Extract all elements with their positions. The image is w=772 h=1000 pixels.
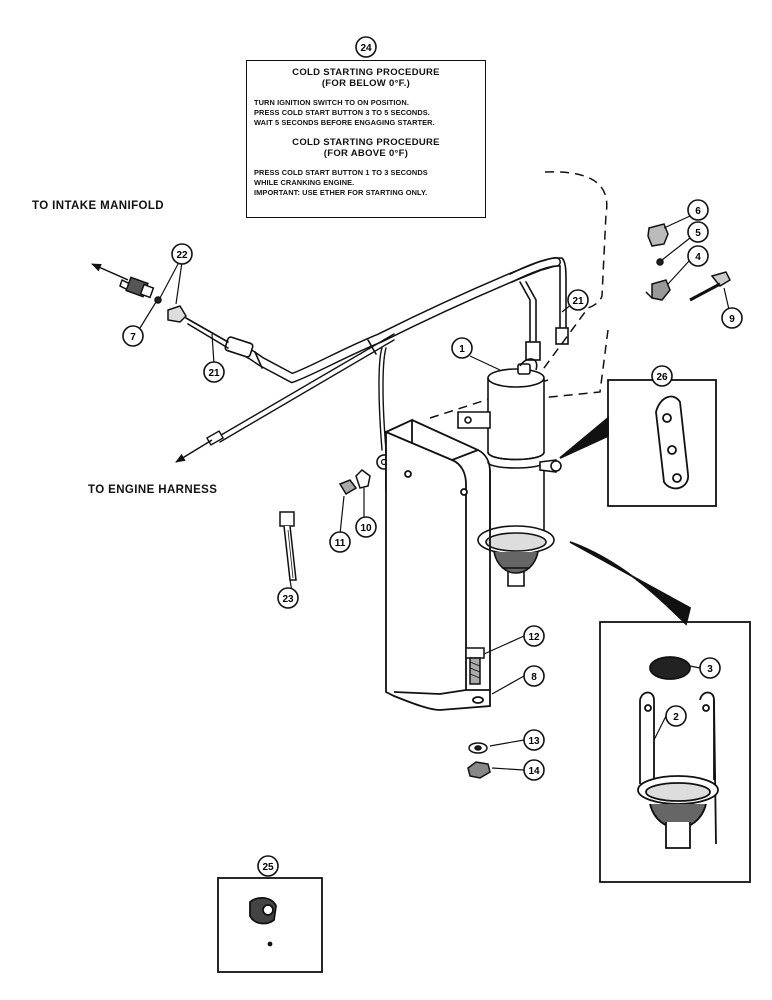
svg-text:2: 2	[673, 712, 679, 723]
svg-text:7: 7	[130, 332, 136, 343]
decal-line: TURN IGNITION SWITCH TO ON POSITION.	[254, 98, 409, 107]
svg-text:11: 11	[335, 538, 346, 549]
callout-2: 2	[665, 705, 687, 727]
callout-8: 8	[523, 665, 545, 687]
callout-4: 4	[687, 245, 709, 267]
label-to-intake-manifold: TO INTAKE MANIFOLD	[32, 200, 164, 212]
callout-5: 5	[687, 221, 709, 243]
svg-text:1: 1	[459, 344, 465, 355]
callout-21-left: 21	[203, 361, 225, 383]
callout-21-right: 21	[567, 289, 589, 311]
svg-text:23: 23	[282, 594, 294, 605]
svg-text:25: 25	[262, 862, 274, 873]
callout-10: 10	[355, 516, 377, 538]
direction-arrows	[91, 263, 213, 463]
callout-14: 14	[523, 759, 545, 781]
ether-tube-assembly	[185, 257, 569, 470]
svg-text:5: 5	[695, 228, 701, 239]
callout-13: 13	[523, 729, 545, 751]
callout-7: 7	[122, 325, 144, 347]
bracket-hardware	[465, 647, 491, 779]
callout-23: 23	[277, 587, 299, 609]
svg-text:21: 21	[572, 296, 584, 307]
callout-25: 25	[257, 855, 279, 877]
inset-holder	[569, 541, 751, 883]
callout-26: 26	[651, 365, 673, 387]
svg-text:10: 10	[360, 523, 372, 534]
decal-line: IMPORTANT: USE ETHER FOR STARTING ONLY.	[254, 188, 428, 197]
nut-hardware	[338, 469, 371, 496]
leader-lines	[139, 215, 731, 771]
canister-assembly	[477, 470, 555, 587]
svg-text:26: 26	[656, 372, 668, 383]
decal-line: WAIT 5 SECONDS BEFORE ENGAGING STARTER.	[254, 118, 435, 127]
fitting-hardware	[645, 223, 731, 303]
decal-title-below: COLD STARTING PROCEDURE	[292, 67, 440, 78]
inset-25	[217, 877, 323, 973]
decal-condition-above: (FOR ABOVE 0°F)	[323, 148, 409, 159]
callout-24: 24	[355, 36, 377, 58]
svg-text:12: 12	[528, 632, 540, 643]
decal-line: WHILE CRANKING ENGINE.	[254, 178, 355, 187]
callout-6: 6	[687, 199, 709, 221]
decal-title-above: COLD STARTING PROCEDURE	[292, 137, 440, 148]
inset-26	[559, 379, 717, 507]
callout-9: 9	[721, 307, 743, 329]
callout-22: 22	[171, 243, 193, 265]
ether-solenoid	[457, 358, 562, 473]
callout-12: 12	[523, 625, 545, 647]
mounting-plate	[385, 418, 491, 711]
label-to-engine-harness: TO ENGINE HARNESS	[88, 484, 218, 496]
intake-fitting	[119, 276, 187, 323]
svg-text:9: 9	[729, 314, 735, 325]
svg-text:24: 24	[360, 43, 372, 54]
cable-tie	[279, 511, 297, 581]
callout-3: 3	[699, 657, 721, 679]
decal-condition-below: (FOR BELOW 0°F.)	[321, 78, 411, 89]
decal-line: PRESS COLD START BUTTON 3 TO 5 SECONDS.	[254, 108, 430, 117]
callout-1: 1	[451, 337, 473, 359]
svg-text:22: 22	[176, 250, 188, 261]
callouts: 24 22 7 21 21 6 5 4 9 1 26 10 11 23 12 8…	[122, 36, 743, 877]
svg-text:14: 14	[528, 766, 540, 777]
svg-text:13: 13	[528, 736, 540, 747]
decal-line: PRESS COLD START BUTTON 1 TO 3 SECONDS	[254, 168, 428, 177]
svg-text:4: 4	[695, 252, 701, 263]
svg-text:6: 6	[695, 206, 701, 217]
cold-start-decal: COLD STARTING PROCEDURE (FOR BELOW 0°F.)…	[246, 60, 486, 218]
svg-text:21: 21	[208, 368, 220, 379]
svg-text:3: 3	[707, 664, 713, 675]
svg-text:8: 8	[531, 672, 537, 683]
callout-11: 11	[329, 531, 351, 553]
